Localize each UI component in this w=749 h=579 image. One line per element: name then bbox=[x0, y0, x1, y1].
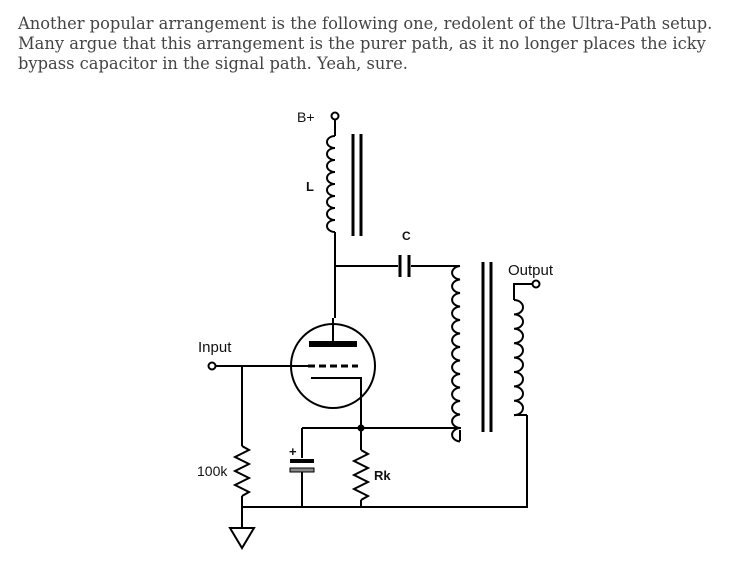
transformer-primary-coil bbox=[451, 265, 461, 443]
capacitor-label: C bbox=[402, 229, 411, 243]
bypass-capacitor-polarity: + bbox=[289, 444, 297, 459]
transformer-secondary-coil bbox=[513, 299, 524, 417]
bplus-label: B+ bbox=[297, 109, 315, 125]
ground-icon bbox=[228, 527, 256, 550]
output-label: Output bbox=[508, 262, 554, 279]
bypass-capacitor-plate-1 bbox=[290, 459, 314, 463]
intro-paragraph: Another popular arrangement is the follo… bbox=[18, 14, 713, 73]
bypass-capacitor-plate-2 bbox=[289, 467, 315, 473]
cathode-resistor-label: Rk bbox=[374, 468, 391, 483]
input-label: Input bbox=[198, 339, 232, 356]
output-terminal bbox=[531, 279, 541, 289]
bplus-terminal bbox=[330, 111, 340, 121]
grid-resistor-label: 100k bbox=[197, 463, 228, 479]
grid-resistor bbox=[232, 445, 252, 497]
input-terminal bbox=[207, 361, 217, 371]
choke-label: L bbox=[306, 179, 314, 194]
cathode-resistor bbox=[351, 449, 371, 501]
choke-coil bbox=[326, 135, 336, 233]
